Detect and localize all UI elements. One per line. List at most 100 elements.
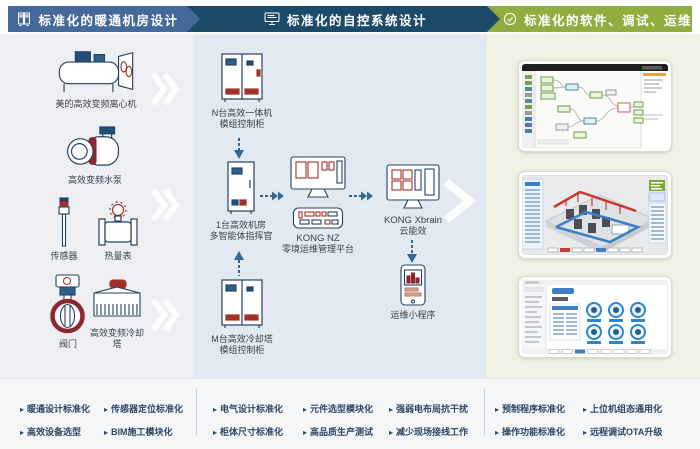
bullet-icon: ▸	[20, 405, 25, 414]
dashboard-screenshot	[522, 280, 668, 354]
pump-item: 高效变频水泵	[60, 126, 130, 186]
benefit-label: 元件选型模块化	[310, 404, 374, 414]
node-editor-screenshot	[522, 64, 668, 148]
chevron-right-icon	[150, 188, 180, 222]
kong-nz-platform: KONG NZ 零境运维管理平台	[274, 156, 362, 255]
screen-node-editor	[518, 60, 672, 152]
benefits-software: ▸预制程序标准化 ▸上位机组态通用化 ▸操作功能标准化 ▸远程调试OTA升级	[495, 397, 662, 443]
benefit-item: ▸高品质生产测试	[303, 425, 389, 438]
benefit-item: ▸操作功能标准化	[495, 425, 583, 438]
benefit-label: 高效设备选型	[27, 427, 82, 437]
chevron-right-icon	[443, 178, 477, 224]
cooling-tower-label: 高效变频冷却塔	[89, 328, 144, 349]
sensor-icon	[58, 197, 70, 247]
control-cabinet-icon	[221, 279, 263, 328]
ops-miniapp-label: 运维小程序	[390, 310, 436, 320]
module-cabinet-bottom-label-line2: 模组控制柜	[219, 345, 265, 355]
module-cabinet-top: N台高效一体机 模组控制柜	[197, 52, 287, 130]
screen-3d-plant	[518, 171, 672, 259]
header-software-ops: 标准化的软件、调试、运维	[487, 6, 692, 32]
bullet-icon: ▸	[303, 405, 308, 414]
benefit-item: ▸上位机组态通用化	[583, 402, 662, 415]
header-hvac-label: 标准化的暖通机房设计	[38, 13, 179, 28]
bullet-icon: ▸	[213, 428, 218, 437]
valve-label: 阀门	[58, 339, 77, 349]
chevron-right-icon	[150, 298, 180, 332]
benefit-item: ▸柜体尺寸标准化	[213, 425, 303, 438]
benefit-item: ▸强弱电布局抗干扰	[389, 402, 468, 415]
sensor-label: 传感器	[50, 251, 78, 261]
bullet-icon: ▸	[583, 428, 588, 437]
bullet-icon: ▸	[303, 428, 308, 437]
chiller-icon	[58, 51, 134, 93]
header-software-label: 标准化的软件、调试、运维	[523, 13, 692, 28]
monitor-icon	[264, 12, 280, 26]
screen-device-dashboard	[518, 276, 672, 358]
benefit-label: 减少现场接线工作	[396, 427, 469, 437]
benefit-item: ▸预制程序标准化	[495, 402, 583, 415]
benefit-item: ▸减少现场接线工作	[389, 425, 468, 438]
bullet-icon: ▸	[495, 405, 500, 414]
cooling-tower-icon	[93, 279, 141, 317]
arrow-right-icon	[260, 191, 284, 201]
heat-meter-item: 热量表	[90, 196, 146, 262]
benefit-label: 高品质生产测试	[310, 427, 374, 437]
benefits-hvac: ▸暖通设计标准化 ▸传感器定位标准化 ▸高效设备选型 ▸BIM施工模块化	[20, 397, 183, 443]
module-cabinet-bottom-label-line1: M台高效冷却塔	[211, 334, 273, 344]
bullet-icon: ▸	[583, 405, 588, 414]
arrow-up-icon	[234, 251, 244, 276]
benefit-label: 上位机组态通用化	[590, 404, 663, 414]
header-hvac-design: 标准化的暖通机房设计	[8, 6, 200, 32]
chevron-right-icon	[150, 72, 180, 106]
benefit-label: BIM施工模块化	[111, 427, 173, 437]
chiller-label: 美的高效变频离心机	[55, 99, 137, 109]
benefit-item: ▸远程调试OTA升级	[583, 425, 662, 438]
phone-icon	[400, 264, 426, 306]
module-cabinet-bottom: M台高效冷却塔 模组控制柜	[197, 278, 287, 356]
header-controls-design: 标准化的自控系统设计	[187, 6, 500, 32]
platform-monitor-icon	[290, 156, 346, 198]
bullet-icon: ▸	[20, 428, 25, 437]
arrow-down-icon	[234, 138, 244, 159]
plant-3d-screenshot	[522, 175, 668, 255]
valve-item: 阀门	[46, 270, 90, 350]
benefit-label: 柜体尺寸标准化	[220, 427, 284, 437]
heat-meter-label: 热量表	[104, 251, 132, 261]
bullet-icon: ▸	[389, 405, 394, 414]
benefit-label: 远程调试OTA升级	[590, 427, 663, 437]
bullet-icon: ▸	[104, 428, 109, 437]
benefit-item: ▸电气设计标准化	[213, 402, 303, 415]
benefit-label: 预制程序标准化	[502, 404, 566, 414]
divider	[196, 388, 197, 436]
commander-cabinet: 1台高效机房 多智能体指挥官	[193, 160, 289, 242]
valve-icon	[50, 274, 85, 334]
pump-icon	[67, 126, 120, 166]
arrow-down-icon	[407, 240, 417, 263]
shield-check-icon	[503, 12, 517, 26]
cooling-tower-item: 高效变频冷却塔	[88, 270, 146, 350]
heat-meter-icon	[98, 201, 138, 246]
kong-xbrain: KONG Xbrain 云能效	[377, 164, 449, 237]
xbrain-monitor-icon	[386, 164, 440, 209]
xbrain-name: KONG Xbrain	[383, 215, 443, 226]
bullet-icon: ▸	[389, 428, 394, 437]
commander-cabinet-icon	[227, 161, 255, 214]
machine-room-icon	[17, 12, 31, 26]
bullet-icon: ▸	[495, 428, 500, 437]
benefit-label: 传感器定位标准化	[111, 404, 184, 414]
module-cabinet-top-label-line1: N台高效一体机	[211, 108, 273, 118]
benefit-item: ▸高效设备选型	[20, 425, 104, 438]
benefits-controls: ▸电气设计标准化 ▸元件选型模块化 ▸强弱电布局抗干扰 ▸柜体尺寸标准化 ▸高品…	[213, 397, 468, 443]
benefits-band	[0, 378, 700, 449]
divider	[484, 388, 485, 436]
bullet-icon: ▸	[213, 405, 218, 414]
kong-nz-desc: 零境运维管理平台	[281, 244, 354, 254]
commander-label-line2: 多智能体指挥官	[209, 231, 273, 241]
benefit-label: 操作功能标准化	[502, 427, 566, 437]
benefit-label: 强弱电布局抗干扰	[396, 404, 469, 414]
benefit-item: ▸元件选型模块化	[303, 402, 389, 415]
server-box-icon	[292, 207, 344, 229]
xbrain-desc: 云能效	[399, 226, 427, 236]
arrow-right-icon	[349, 191, 373, 201]
